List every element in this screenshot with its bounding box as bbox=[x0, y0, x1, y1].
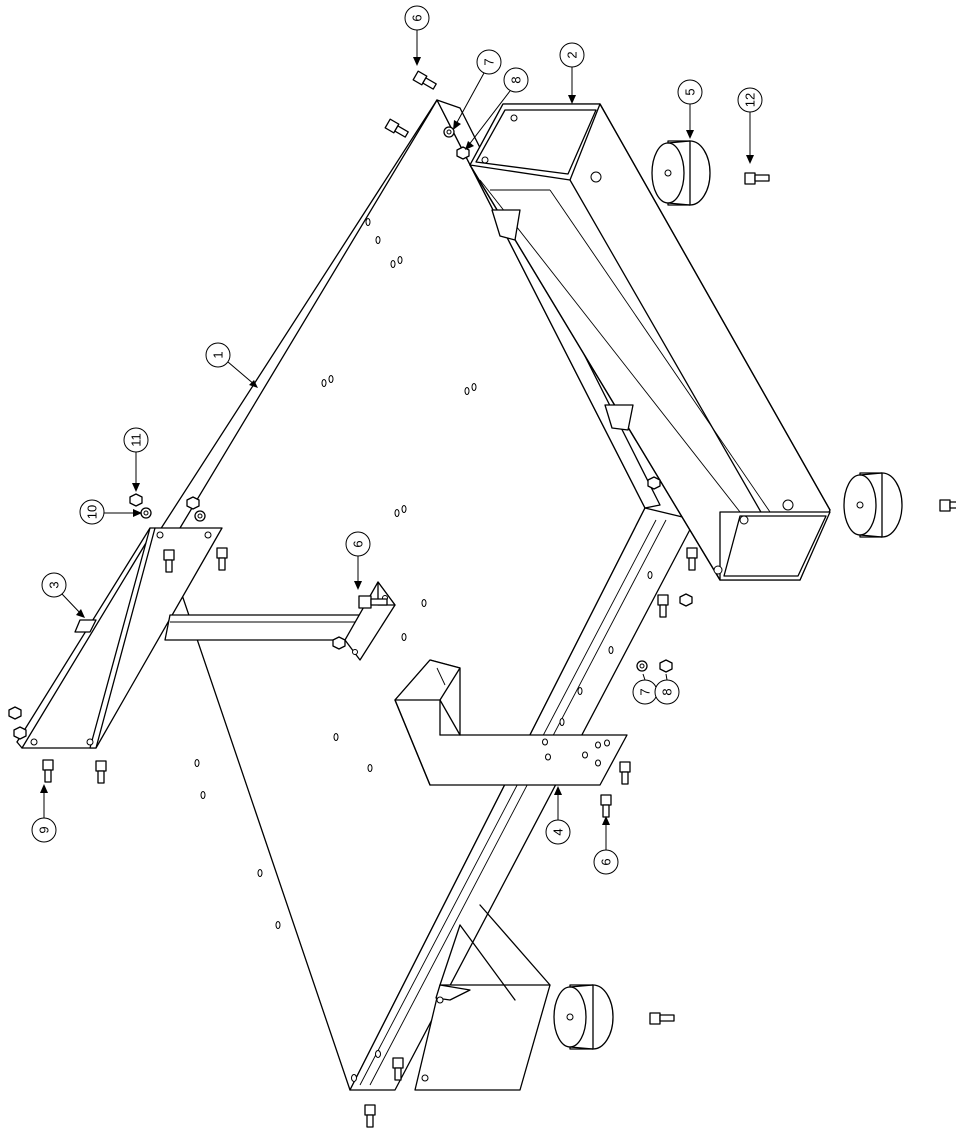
balloon-4: 4 bbox=[545, 786, 571, 845]
balloon-6-top: 6 bbox=[404, 5, 430, 66]
balloon-6-middle: 6 bbox=[345, 531, 371, 590]
bolt-icon bbox=[364, 1104, 376, 1128]
balloon-7-bottom: 7 bbox=[632, 673, 658, 705]
svg-text:6: 6 bbox=[410, 14, 425, 21]
balloon-7-top: 7 bbox=[453, 49, 502, 130]
balloon-6-bottom: 6 bbox=[593, 816, 619, 875]
svg-text:4: 4 bbox=[551, 828, 566, 835]
svg-text:8: 8 bbox=[509, 76, 524, 83]
svg-text:8: 8 bbox=[660, 688, 675, 695]
svg-text:11: 11 bbox=[129, 433, 144, 447]
bolt-icon bbox=[216, 547, 228, 571]
bolt-icon bbox=[657, 594, 669, 618]
bolt-icon bbox=[95, 760, 107, 784]
bolt-icon bbox=[600, 794, 612, 818]
bolt-icon bbox=[619, 761, 631, 785]
svg-text:10: 10 bbox=[85, 505, 100, 519]
bolt-icon bbox=[649, 1012, 675, 1025]
bolt-icon bbox=[163, 549, 175, 573]
balloon-12: 12 bbox=[737, 87, 763, 164]
balloon-3: 3 bbox=[41, 572, 85, 618]
item-balloons: 1 2 3 4 5 6 bbox=[31, 5, 763, 875]
balloon-1: 1 bbox=[205, 342, 258, 388]
bolt-icon bbox=[392, 1057, 404, 1081]
lower-bracket bbox=[414, 904, 551, 1091]
bolt-icon bbox=[412, 70, 437, 90]
bolt-icon bbox=[939, 499, 956, 512]
rubber-foot-bottom bbox=[553, 984, 614, 1050]
box-beam bbox=[469, 103, 831, 581]
plate-holes bbox=[194, 218, 477, 929]
svg-text:12: 12 bbox=[743, 93, 758, 107]
balloon-8-top: 8 bbox=[465, 67, 529, 150]
bolt-icon bbox=[42, 759, 54, 783]
svg-text:5: 5 bbox=[683, 88, 698, 95]
rubber-foot-middle bbox=[843, 472, 903, 538]
svg-text:2: 2 bbox=[565, 51, 580, 58]
svg-text:3: 3 bbox=[47, 581, 62, 588]
corner-bracket bbox=[394, 659, 628, 786]
balloon-8-bottom: 8 bbox=[654, 673, 680, 705]
svg-text:7: 7 bbox=[638, 688, 653, 695]
balloon-10: 10 bbox=[79, 499, 142, 525]
bolt-icon bbox=[744, 172, 770, 185]
balloon-9: 9 bbox=[31, 784, 57, 843]
balloon-5: 5 bbox=[677, 79, 703, 139]
balloon-11: 11 bbox=[123, 427, 149, 492]
bolts bbox=[42, 70, 956, 1128]
nuts-and-washers bbox=[8, 126, 693, 740]
svg-text:6: 6 bbox=[351, 540, 366, 547]
cross-bar bbox=[16, 527, 396, 749]
bolt-icon bbox=[384, 118, 409, 138]
svg-text:1: 1 bbox=[211, 351, 226, 358]
bolt-icon bbox=[686, 547, 698, 571]
svg-text:9: 9 bbox=[37, 826, 52, 833]
svg-text:7: 7 bbox=[482, 58, 497, 65]
svg-text:6: 6 bbox=[599, 858, 614, 865]
bolt-icon bbox=[358, 595, 388, 609]
balloon-2: 2 bbox=[559, 42, 585, 104]
rubber-foot-top bbox=[651, 140, 711, 206]
